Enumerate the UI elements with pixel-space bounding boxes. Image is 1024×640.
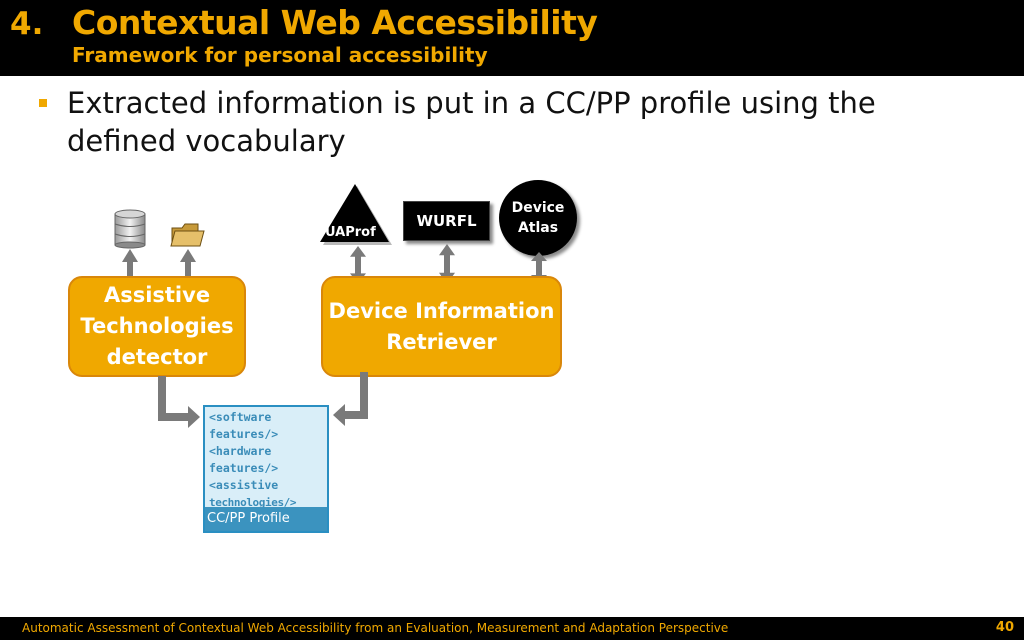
assistive-technologies-detector-box: Assistive Technologies detector bbox=[68, 276, 246, 377]
uaprof-label: UAProf bbox=[325, 225, 376, 240]
section-number: 4. bbox=[10, 6, 44, 42]
profile-line: technologies/> bbox=[209, 496, 297, 509]
double-arrow-wurfl bbox=[439, 244, 455, 284]
slide-subtitle: Framework for personal accessibility bbox=[72, 43, 488, 67]
slide-title: Contextual Web Accessibility bbox=[72, 3, 598, 42]
page-number: 40 bbox=[995, 620, 1014, 635]
database-icon bbox=[113, 209, 147, 249]
ccpp-profile-label: CC/PP Profile bbox=[205, 507, 327, 531]
bullet-text: Extracted information is put in a CC/PP … bbox=[67, 86, 876, 158]
bent-arrow-left bbox=[158, 376, 200, 428]
bullet-marker bbox=[39, 99, 47, 107]
bent-arrow-right bbox=[333, 372, 368, 426]
ccpp-profile-box: <software features/> <hardware features/… bbox=[203, 405, 329, 533]
profile-code: <software features/> <hardware features/… bbox=[209, 409, 329, 511]
double-arrow-uaprof bbox=[350, 246, 366, 284]
slide-header: 4. Contextual Web Accessibility Framewor… bbox=[0, 0, 1024, 76]
folder-icon bbox=[170, 222, 206, 248]
wurfl-box: WURFL bbox=[403, 201, 490, 241]
profile-line: features/> bbox=[209, 427, 279, 441]
device-information-retriever-box: Device Information Retriever bbox=[321, 276, 562, 377]
profile-line: <software bbox=[209, 410, 272, 424]
footer-text: Automatic Assessment of Contextual Web A… bbox=[22, 621, 729, 635]
device-atlas-label: Device Atlas bbox=[511, 200, 565, 236]
profile-line: features/> bbox=[209, 461, 279, 475]
slide-footer: Automatic Assessment of Contextual Web A… bbox=[0, 617, 1024, 640]
uaprof-triangle-icon bbox=[318, 182, 392, 246]
device-atlas-circle: Device Atlas bbox=[499, 180, 577, 256]
profile-line: <hardware bbox=[209, 444, 272, 458]
profile-line: <assistive bbox=[209, 478, 279, 492]
